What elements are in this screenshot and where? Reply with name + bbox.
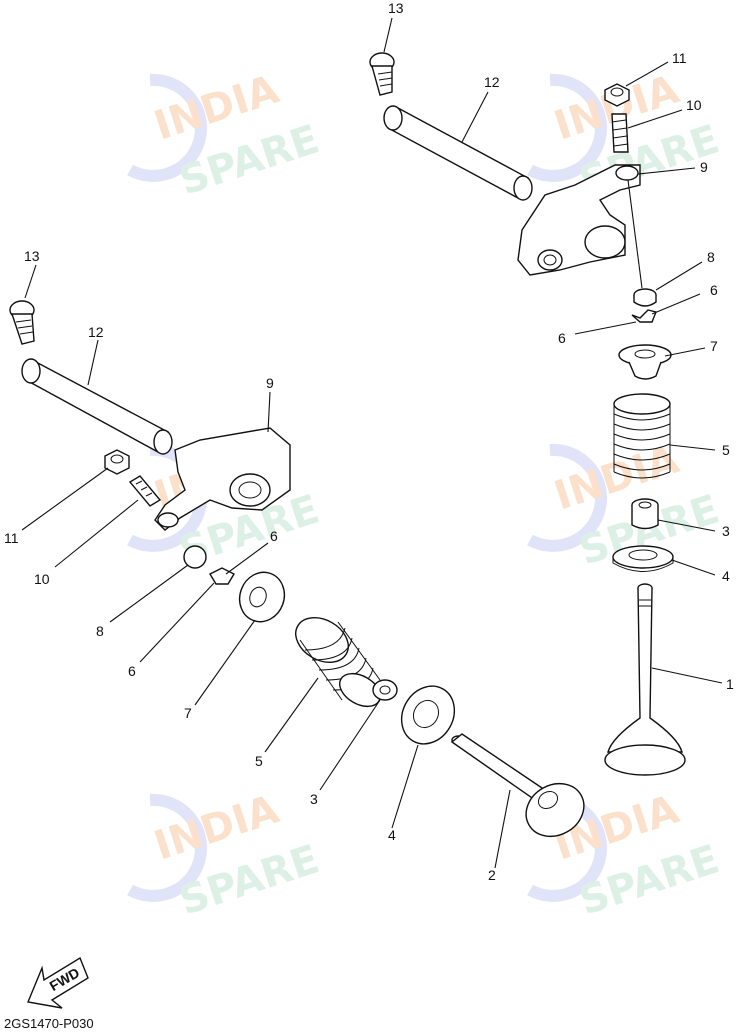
callout-11: 11 [4, 530, 19, 546]
bolt-13-left [9, 300, 35, 345]
adjuster-10-right [611, 113, 629, 153]
callout-12: 12 [484, 74, 500, 90]
spring-5-left [295, 617, 381, 708]
callout-11: 11 [672, 50, 687, 66]
callout-9: 9 [700, 159, 708, 175]
retainer-7-left [238, 571, 286, 623]
callout-13: 13 [388, 0, 404, 16]
bolt-13-right [369, 52, 395, 96]
spring-seat-4-left [400, 685, 456, 745]
callout-2: 2 [488, 867, 496, 883]
callout-10: 10 [686, 97, 702, 113]
spring-seat-4-right [612, 545, 674, 572]
callout-6: 6 [128, 663, 136, 679]
callout-12: 12 [88, 324, 104, 340]
valve-2-left [450, 733, 585, 838]
spring-5-right [613, 393, 671, 479]
callout-1: 1 [726, 676, 734, 692]
callout-5: 5 [722, 442, 730, 458]
valve-pad-8-left [183, 545, 207, 569]
adjuster-10-left [128, 475, 162, 507]
retainer-7-right [618, 344, 672, 380]
callout-4: 4 [722, 568, 730, 584]
rocker-arm-9-right [517, 164, 641, 276]
callout-labels: 13 12 11 10 9 8 6 6 7 5 3 4 1 13 12 9 11… [4, 0, 734, 883]
callout-9: 9 [266, 375, 274, 391]
callout-6: 6 [270, 528, 278, 544]
callout-10: 10 [34, 571, 50, 587]
nut-11-right [604, 83, 630, 107]
callout-7: 7 [184, 705, 192, 721]
callout-4: 4 [388, 827, 396, 843]
callout-7: 7 [710, 338, 718, 354]
cotter-6-right [631, 309, 657, 323]
callout-8: 8 [707, 249, 715, 265]
callout-6: 6 [558, 330, 566, 346]
leader-lines [21, 17, 723, 869]
callout-8: 8 [96, 623, 104, 639]
fwd-arrow-icon: FWD [27, 956, 89, 1009]
nut-11-left [104, 449, 130, 475]
rocker-arm-9-left [154, 427, 291, 531]
seal-3-right [631, 498, 659, 530]
diagram-code: 2GS1470-P030 [4, 1016, 94, 1031]
callout-3: 3 [310, 791, 318, 807]
callout-3: 3 [722, 523, 730, 539]
valve-pad-8-right [633, 288, 657, 307]
valve-1-right [604, 583, 686, 776]
callout-6: 6 [710, 282, 718, 298]
rocker-shaft-12-left [21, 358, 173, 455]
callout-13: 13 [24, 248, 40, 264]
seal-3-left [372, 679, 398, 701]
rocker-shaft-12-right [383, 105, 533, 201]
callout-5: 5 [255, 753, 263, 769]
